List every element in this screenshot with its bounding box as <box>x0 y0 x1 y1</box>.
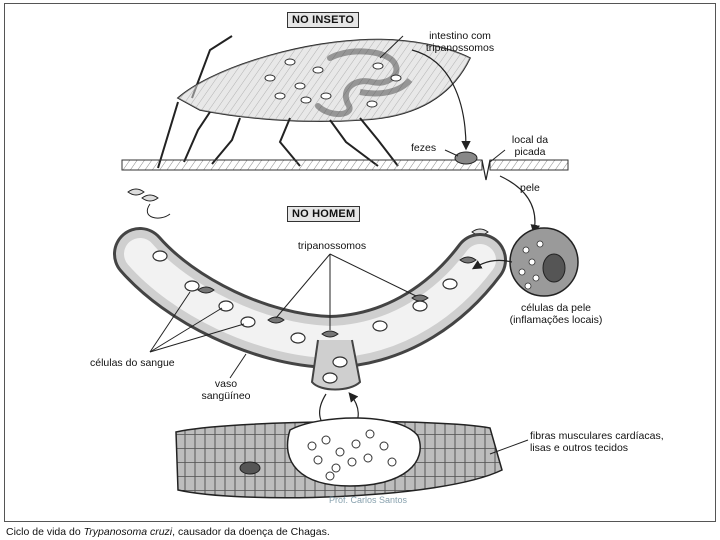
figure-caption: Ciclo de vida do Trypanosoma cruzi, caus… <box>6 526 330 538</box>
leader-intestine <box>379 35 404 59</box>
label-vessel-line2: sangüíneo <box>201 390 251 402</box>
label-bite-site: local da picada <box>506 134 554 158</box>
caption-after: , causador da doença de Chagas. <box>172 526 330 538</box>
arrow-intestine-to-feces <box>411 49 471 151</box>
leader-bite <box>489 149 506 163</box>
label-muscle-line1: fibras musculares cardíacas, <box>530 430 664 442</box>
caption-before: Ciclo de vida do <box>6 526 84 538</box>
arrow-curl <box>147 203 171 219</box>
label-bite-line1: local da <box>511 134 549 146</box>
insect-illustration <box>157 35 471 169</box>
skin-cells-illustration <box>509 227 579 297</box>
label-vessel-line1: vaso <box>214 378 238 390</box>
label-feces: fezes <box>411 142 437 154</box>
tag-in-human: NO HOMEM <box>287 206 361 222</box>
feces-drop <box>454 151 478 165</box>
label-skin: pele <box>520 182 540 194</box>
label-intestine-line2: tripanossomos <box>425 42 495 54</box>
watermark: Prof. Carlos Santos <box>329 495 408 505</box>
leaders-trypanosomes <box>275 253 417 330</box>
label-bite-line2: picada <box>514 146 546 158</box>
skin-surface <box>121 159 569 181</box>
label-skin-cells-line1: células da pele <box>520 302 592 314</box>
arrow-skin-to-vessel <box>471 259 513 270</box>
leader-feces <box>444 149 459 157</box>
label-skin-cells-line2: (inflamações locais) <box>509 314 603 326</box>
label-vessel: vaso sangüíneo <box>192 378 260 402</box>
arrow-bite-to-skin-cells <box>499 175 541 235</box>
label-muscle: fibras musculares cardíacas, lisas e out… <box>530 430 664 454</box>
label-intestine-line1: intestino com <box>429 30 491 42</box>
label-trypanosomes: tripanossomos <box>297 240 367 252</box>
blood-vessel <box>113 227 507 391</box>
label-blood-cells: células do sangue <box>90 357 175 369</box>
muscle-fibers <box>175 417 503 499</box>
tag-in-insect: NO INSETO <box>287 12 360 28</box>
leader-muscle <box>489 439 529 455</box>
leaders-blood-cells <box>149 291 245 353</box>
label-muscle-line2: lisas e outros tecidos <box>530 442 629 454</box>
leader-vessel <box>229 353 247 379</box>
label-intestine: intestino com tripanossomos <box>410 30 510 54</box>
caption-species: Trypanosoma cruzi <box>83 526 173 538</box>
label-skin-cells: células da pele (inflamações locais) <box>500 302 612 326</box>
diagram-frame <box>4 3 716 522</box>
